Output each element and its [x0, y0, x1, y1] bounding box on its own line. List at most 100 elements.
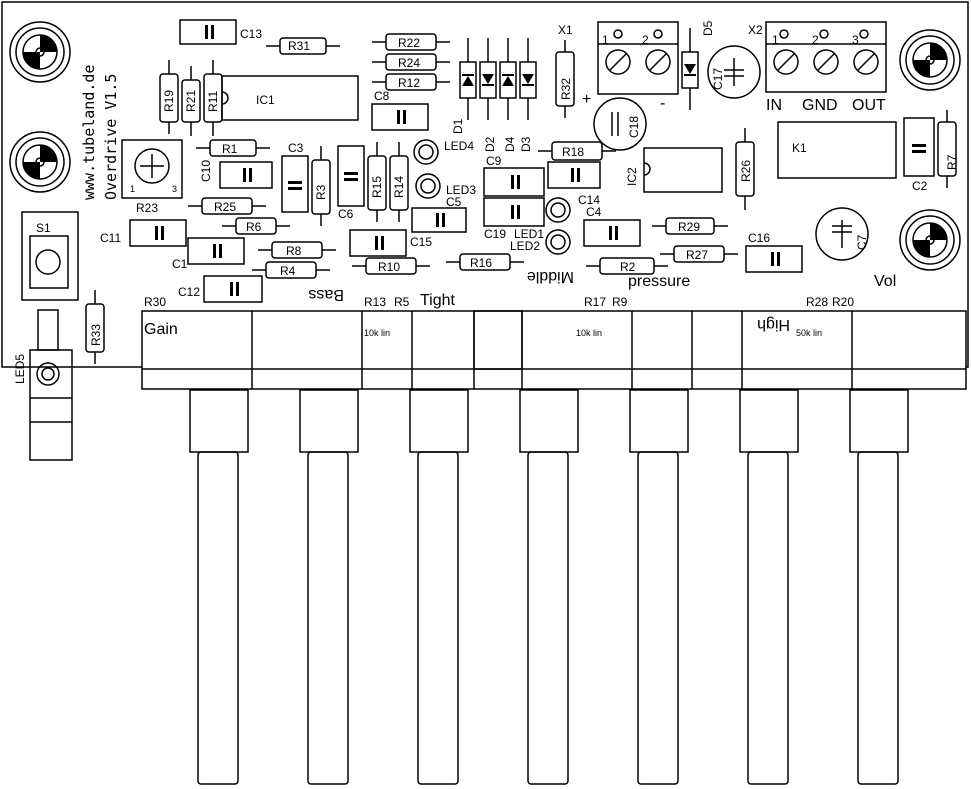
silk-label-trimmer_pins-p3: 3: [172, 184, 177, 194]
led1-footprint: [545, 197, 571, 223]
silk-label-semis-k1: K1: [792, 141, 807, 155]
silk-label-semis-ic2: IC2: [625, 167, 639, 186]
silk-label-capacitors-c3: C3: [288, 141, 304, 155]
silk-label-connectors-x2-labels-0: IN: [766, 97, 782, 114]
silk-label-resistors-r18: R18: [562, 145, 584, 159]
silk-label-resistors-r19: R19: [162, 90, 176, 112]
silk-label-pot_refs-r30: R30: [144, 295, 166, 309]
pot-bushings: [189, 389, 909, 453]
silk-label-connectors-x2-labels-1: GND: [802, 97, 838, 114]
silk-label-semis-d3: D3: [519, 136, 533, 152]
silk-label-semis-d4: D4: [503, 136, 517, 152]
silk-label-resistors-r24: R24: [398, 56, 420, 70]
silk-label-resistors-r33: R33: [89, 324, 103, 346]
label-high: High: [757, 316, 790, 333]
silk-label-capacitors-c17: C17: [711, 68, 725, 90]
label-vol: Vol: [874, 273, 896, 290]
silk-label-pot_refs-r20: R20: [832, 295, 854, 309]
silk-label-capacitors-c1: C1: [172, 257, 188, 271]
terminal-x2: [765, 21, 887, 93]
silk-label-capacitors-c18: C18: [627, 116, 641, 138]
silk-label-connectors-x2-pins-0: 1: [772, 33, 779, 47]
silk-label-resistors-r16: R16: [470, 256, 492, 270]
silk-label-resistors-r8: R8: [286, 244, 302, 258]
silk-label-capacitors-c5: C5: [446, 195, 462, 209]
led5-footprint: [29, 309, 73, 461]
silk-label-capacitors-c15: C15: [410, 235, 432, 249]
silk-label-resistors-r21: R21: [184, 90, 198, 112]
silk-label-resistors-r1: R1: [222, 142, 238, 156]
silk-label-semis-led2: LED2: [510, 239, 540, 253]
silk-label-capacitors-c8: C8: [374, 89, 390, 103]
label-middle: Middle: [527, 268, 574, 285]
label-bass: Bass: [308, 286, 344, 303]
silk-label-pot_refs-r9: R9: [612, 295, 628, 309]
silk-label-semis-d2: D2: [483, 136, 497, 152]
capacitor-plates: [155, 25, 926, 296]
silk-label-connectors-x1-ref: X1: [558, 23, 573, 37]
silk-label-resistors-r26: R26: [739, 160, 753, 182]
mounting-hole-tr: [899, 29, 961, 91]
label-tight: Tight: [420, 292, 456, 309]
capacitor-c7: [815, 207, 869, 261]
silk-label-trimmer_pins-p1: 1: [130, 184, 135, 194]
silk-label-capacitors-c9: C9: [486, 154, 502, 168]
silk-label-pot_values-v2: 10k lin: [576, 328, 602, 338]
silk-label-semis-s1: S1: [36, 221, 51, 235]
led2-footprint: [545, 229, 571, 255]
trimmer-pot: [121, 139, 183, 199]
silk-label-connectors-x1-plus: +: [582, 91, 591, 108]
ic2-footprint: [643, 147, 723, 193]
silk-label-pot_refs-r13: R13: [364, 295, 386, 309]
silk-label-resistors-r22: R22: [398, 36, 420, 50]
website-text: www.tubeland.de: [80, 65, 98, 200]
silk-label-capacitors-c12: C12: [178, 285, 200, 299]
pot-shafts: [197, 451, 899, 785]
silk-label-connectors-x2-ref: X2: [748, 23, 763, 37]
silk-label-capacitors-c4: C4: [586, 205, 602, 219]
silk-label-semis-d1: D1: [451, 118, 465, 134]
product-text: Overdrive V1.5: [102, 74, 120, 200]
capacitor-c18: [593, 97, 647, 151]
silk-label-capacitors-c19: C19: [484, 227, 506, 241]
silk-label-capacitors-c6: C6: [338, 207, 354, 221]
led3-footprint: [415, 173, 441, 199]
silk-label-resistors-r15: R15: [370, 176, 384, 198]
potentiometer-strip: [141, 310, 967, 390]
silk-label-capacitors-c7: C7: [855, 234, 869, 250]
silk-label-resistors-r23: R23: [136, 201, 158, 215]
silk-label-resistors-r11: R11: [206, 91, 220, 112]
silk-label-semis-led4: LED4: [444, 139, 474, 153]
switch-s1: [21, 211, 79, 301]
relay-k1: [777, 121, 897, 179]
silk-label-resistors-r25: R25: [214, 200, 236, 214]
label-gain: Gain: [144, 321, 178, 338]
silk-label-pot_values-v1: 10k lin: [364, 328, 390, 338]
silk-label-resistors-r6: R6: [246, 220, 262, 234]
silk-label-resistors-r4: R4: [280, 264, 296, 278]
box-capacitors: [129, 19, 935, 303]
silk-label-connectors-x1-pins-0: 1: [602, 33, 609, 47]
silk-label-connectors-x1-pins-1: 2: [642, 33, 649, 47]
silk-label-connectors-x2-pins-1: 2: [812, 33, 819, 47]
silk-label-semis-led3: LED3: [446, 183, 476, 197]
silk-label-pot_values-v3: 50k lin: [796, 328, 822, 338]
silk-label-capacitors-c2: C2: [912, 179, 928, 193]
silk-label-resistors-r29: R29: [678, 220, 700, 234]
diode-footprints: [459, 28, 699, 120]
silk-label-semis-led5: LED5: [13, 354, 27, 384]
label-pressure: pressure: [628, 273, 690, 290]
silk-label-connectors-x2-labels-2: OUT: [852, 97, 886, 114]
silk-label-pot_refs-r5: R5: [394, 295, 410, 309]
silk-label-connectors-x2-pins-2: 3: [852, 33, 859, 47]
silk-label-capacitors-c11: C11: [100, 231, 121, 245]
silk-label-resistors-r27: R27: [686, 248, 708, 262]
mounting-hole-tl: [9, 21, 71, 83]
silk-label-resistors-r3: R3: [314, 184, 328, 200]
capacitor-c17: [707, 45, 761, 99]
silk-label-capacitors-c13: C13: [240, 27, 262, 41]
led4-footprint: [413, 139, 439, 165]
silk-label-capacitors-c14: C14: [578, 193, 600, 207]
silk-label-resistors-r14: R14: [392, 176, 406, 198]
